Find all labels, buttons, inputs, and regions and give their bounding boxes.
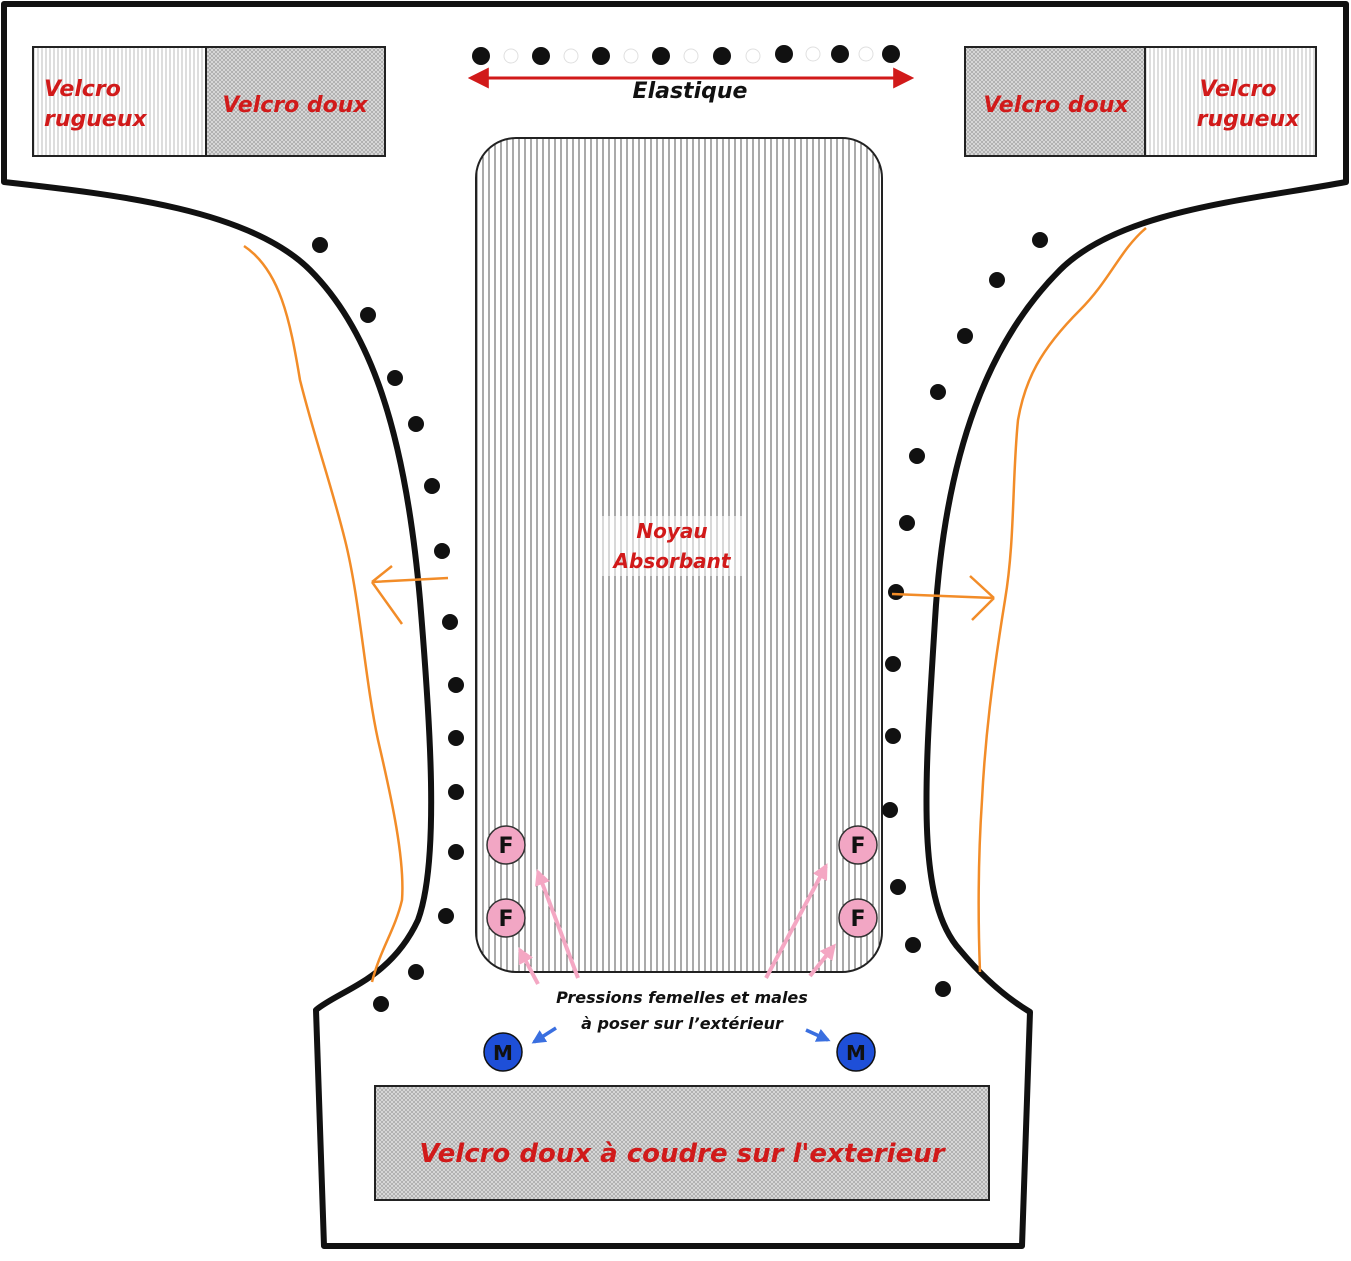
svg-text:M: M: [846, 1041, 866, 1065]
svg-text:F: F: [850, 834, 865, 859]
female-snap-left-bottom: F: [486, 898, 526, 938]
bottom-velcro-label: Velcro doux à coudre sur l'exterieur: [419, 1139, 946, 1169]
elastic-label: Elastique: [633, 79, 748, 104]
female-snap-right-top: F: [838, 825, 878, 865]
blue-arrow-right: [805, 1028, 831, 1042]
male-snap-right: M: [836, 1032, 876, 1072]
velcro-rough-left-label-2: rugueux: [44, 107, 148, 132]
velcro-rough-right-label-2: rugueux: [1197, 107, 1301, 132]
orange-arrow-left: [370, 565, 449, 625]
svg-text:F: F: [498, 907, 513, 932]
svg-text:F: F: [850, 907, 865, 932]
orange-arrow-right: [891, 575, 995, 621]
core-label-backdrop: [600, 516, 746, 576]
velcro-soft-left-zone: [205, 46, 386, 157]
female-snap-right-bottom: F: [838, 898, 878, 938]
bottom-velcro-strip: [374, 1085, 990, 1201]
svg-text:F: F: [498, 834, 513, 859]
blue-arrow-left: [531, 1026, 557, 1044]
leg-elastic-dots-right: [882, 232, 1048, 997]
core-label-2: Absorbant: [612, 549, 732, 573]
leg-elastic-dots-left: [312, 237, 464, 1012]
velcro-soft-right-label: Velcro doux: [983, 93, 1129, 118]
velcro-rough-left-label-1: Velcro: [44, 77, 121, 102]
male-snap-left: M: [483, 1032, 523, 1072]
velcro-soft-left-label: Velcro doux: [222, 93, 368, 118]
orange-seam-right: [977, 227, 1147, 973]
snaps-label-2: à poser sur l’extérieur: [581, 1014, 784, 1033]
snaps-label-1: Pressions femelles et males: [556, 988, 808, 1007]
svg-text:M: M: [493, 1041, 513, 1065]
core-label-1: Noyau: [636, 519, 707, 543]
female-snap-left-top: F: [486, 825, 526, 865]
pink-arrows: [518, 863, 836, 985]
velcro-rough-right-label-1: Velcro: [1200, 77, 1277, 102]
orange-seam-left: [243, 244, 404, 983]
waist-elastic-dots: [472, 45, 900, 65]
velcro-rough-right-zone: [1144, 46, 1317, 157]
